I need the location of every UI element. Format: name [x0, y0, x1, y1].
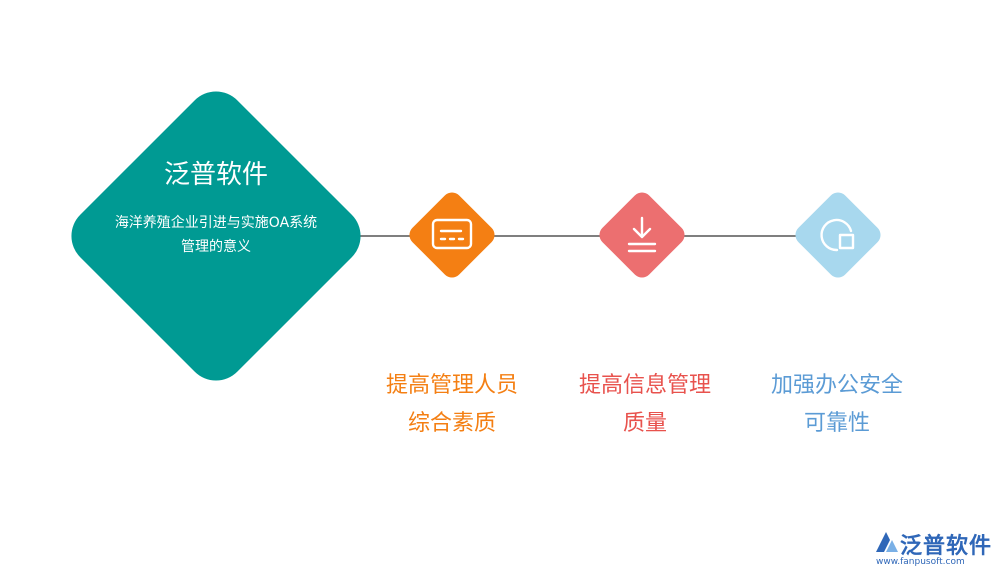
item-1-line2: 综合素质 — [407, 411, 496, 436]
logo-name: 泛普软件 — [900, 534, 993, 559]
item-1-label: 提高管理人员 综合素质 — [367, 367, 537, 443]
item-1-line1: 提高管理人员 — [385, 373, 518, 398]
item-2-line2: 质量 — [622, 411, 667, 436]
center-title: 泛普软件 — [163, 160, 268, 190]
download-icon — [627, 216, 657, 253]
diamond-1 — [409, 192, 495, 278]
pie-chart-icon — [820, 218, 855, 252]
center-subtitle-line2: 管理的意义 — [181, 239, 251, 255]
center-subtitle: 海洋养殖企业引进与实施OA系统 管理的意义 — [96, 211, 336, 259]
logo-url: www.fanpusoft.com — [876, 557, 965, 567]
logo-mark-icon — [876, 532, 898, 552]
item-3-label: 加强办公安全 可靠性 — [752, 367, 922, 443]
item-3-line1: 加强办公安全 — [770, 373, 903, 398]
center-diamond — [71, 91, 361, 381]
terminal-window-icon — [431, 218, 473, 250]
center-subtitle-line1: 海洋养殖企业引进与实施OA系统 — [114, 215, 318, 231]
item-3-line2: 可靠性 — [803, 411, 870, 436]
brand-logo: 泛普软件 www.fanpusoft.com — [870, 528, 995, 572]
item-2-line1: 提高信息管理 — [578, 373, 711, 398]
diamond-3 — [795, 192, 881, 278]
item-2-label: 提高信息管理 质量 — [560, 367, 730, 443]
